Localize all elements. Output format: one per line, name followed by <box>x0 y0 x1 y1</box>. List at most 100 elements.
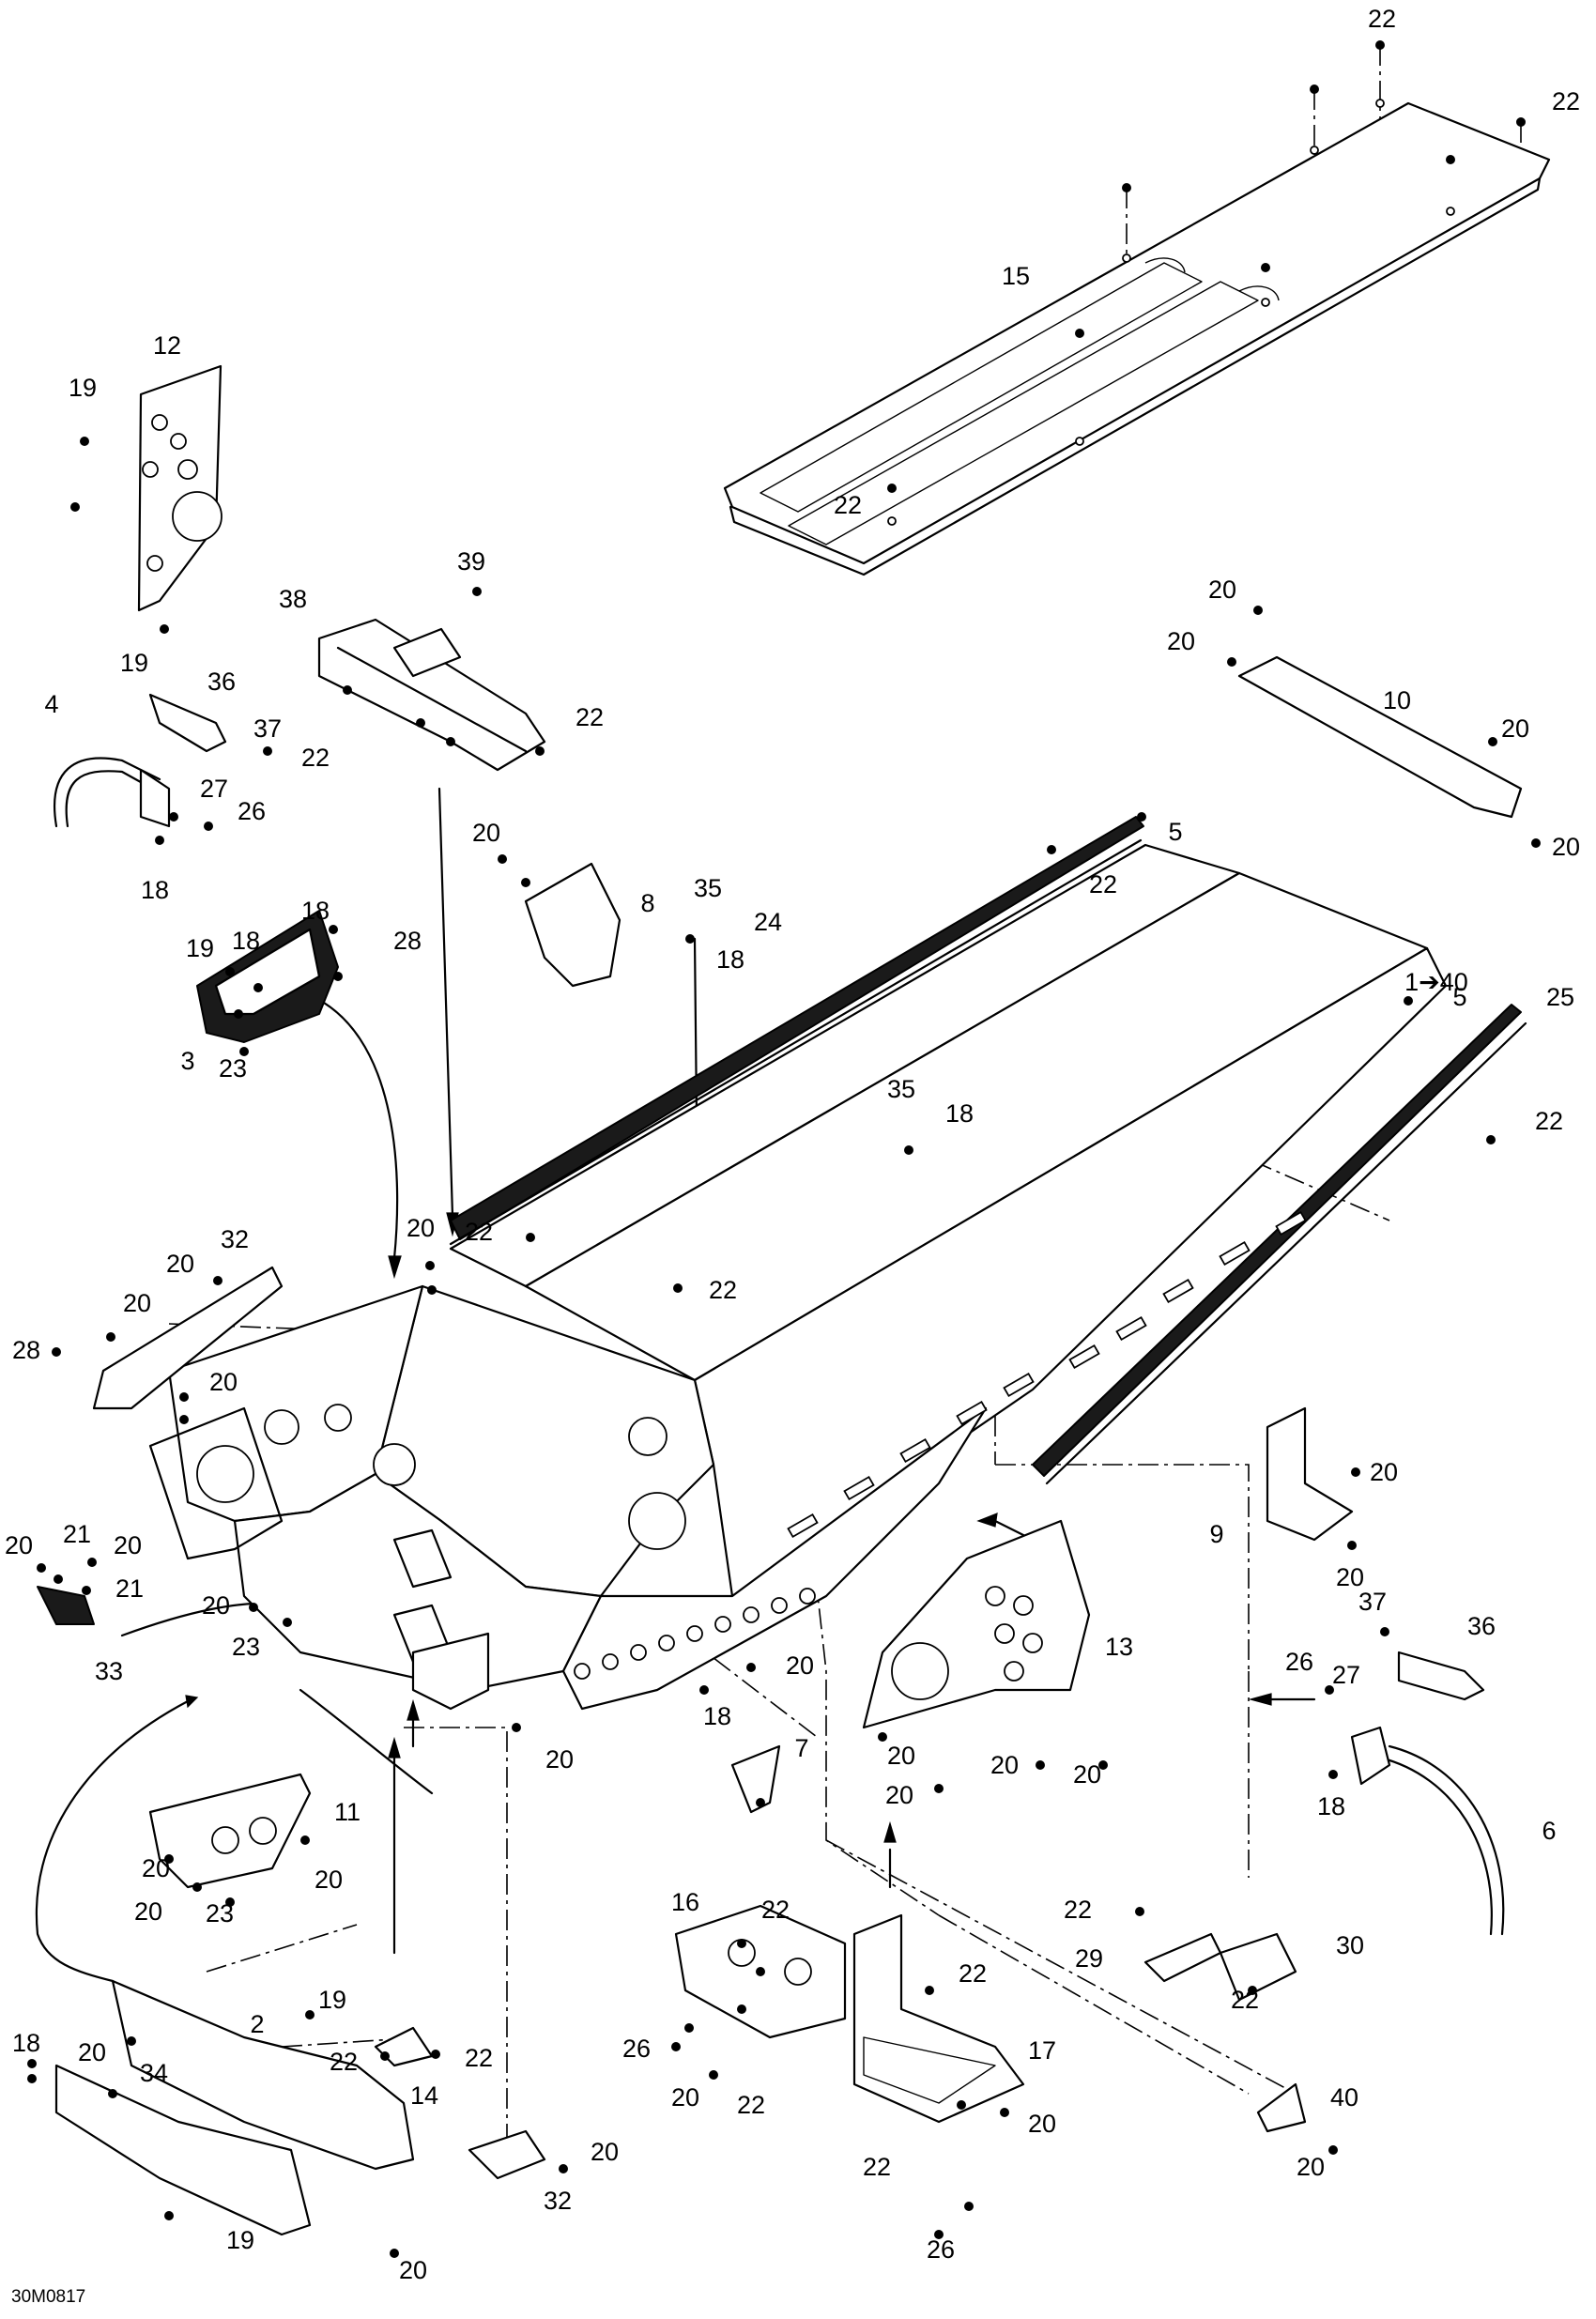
bolt-icon <box>416 718 425 728</box>
bolt-icon <box>673 1283 683 1293</box>
bolt-icon <box>1516 117 1526 127</box>
callout-c18c: 18 <box>301 897 330 925</box>
callout-c1to40: 1➔40 <box>1404 968 1468 996</box>
bolt-icon <box>87 1558 97 1567</box>
bracket-part-11 <box>148 1773 312 1889</box>
callout-c22m: 22 <box>1231 1986 1259 2014</box>
bolt-icon <box>709 2070 718 2080</box>
callout-c22i: 22 <box>709 1276 737 1304</box>
callout-c20n: 20 <box>202 1591 230 1620</box>
callout-c18a: 18 <box>141 876 169 904</box>
callout-c35b: 35 <box>887 1075 915 1103</box>
bolt-icon <box>380 2051 390 2061</box>
bolt-icon <box>179 1392 189 1402</box>
callout-c22d: 22 <box>575 703 604 731</box>
bolt-icon <box>239 1047 249 1056</box>
callout-c32a: 32 <box>221 1225 249 1253</box>
callout-c37b: 37 <box>1358 1588 1387 1616</box>
bolt-icon <box>756 1798 765 1807</box>
callout-c22n: 22 <box>330 2048 358 2076</box>
bolt-icon <box>305 2010 315 2020</box>
bolt-icon <box>1000 2108 1009 2117</box>
callout-c22o: 22 <box>465 2044 493 2072</box>
bracket-part-17 <box>852 1913 1025 2124</box>
callout-c38: 38 <box>279 585 307 613</box>
bolt-icon <box>512 1723 521 1732</box>
bolt-icon <box>27 2074 37 2083</box>
callout-c36a: 36 <box>207 668 236 696</box>
bracket-part-33 <box>37 1586 95 1625</box>
bolt-icon <box>70 502 80 512</box>
bolt-icon <box>425 1261 435 1270</box>
callout-c20o: 20 <box>786 1651 814 1680</box>
callout-c20aa: 20 <box>1028 2110 1056 2138</box>
callout-c26b: 26 <box>1285 1648 1313 1676</box>
callout-c20x: 20 <box>78 2038 106 2066</box>
bolt-icon <box>1328 2145 1338 2155</box>
bolt-icon <box>1137 812 1146 822</box>
callout-c8: 8 <box>640 889 654 917</box>
callout-c20j: 20 <box>1370 1458 1398 1486</box>
bolt-icon <box>431 2050 440 2059</box>
callout-c20r: 20 <box>885 1781 913 1809</box>
bracket-part-2 <box>111 1979 415 2171</box>
bolt-icon <box>343 685 352 695</box>
bracket-part-30 <box>1219 1932 1297 2002</box>
bracket-part-9 <box>1266 1406 1354 1542</box>
callout-c27a: 27 <box>200 775 228 803</box>
callout-c20ac: 20 <box>399 2256 427 2284</box>
bolt-icon <box>878 1732 887 1742</box>
bolt-icon <box>1375 40 1385 50</box>
callout-c25: 25 <box>1546 983 1574 1011</box>
bolt-icon <box>699 1685 709 1695</box>
callout-c11: 11 <box>334 1798 361 1826</box>
callout-c4: 4 <box>44 690 58 718</box>
bolt-icon <box>1488 737 1497 746</box>
callout-c20m: 20 <box>114 1531 142 1559</box>
bolt-icon <box>737 1939 746 1948</box>
callout-c15: 15 <box>1002 262 1030 290</box>
callout-c20l: 20 <box>5 1531 33 1559</box>
bolt-icon <box>27 2059 37 2068</box>
bolt-icon <box>1446 155 1455 164</box>
bolt-icon <box>1253 606 1263 615</box>
callout-c19b: 19 <box>120 649 148 677</box>
bolt-icon <box>559 2164 568 2173</box>
callout-c20s: 20 <box>990 1751 1019 1779</box>
callout-c5a: 5 <box>1168 818 1182 846</box>
bolt-icon <box>127 2036 136 2046</box>
callout-c26c: 26 <box>622 2035 651 2063</box>
callout-c23b: 23 <box>232 1633 260 1661</box>
bolt-icon <box>1098 1760 1108 1770</box>
callout-c2: 2 <box>250 2010 264 2038</box>
bracket-part-7 <box>730 1744 781 1814</box>
bolt-icon <box>179 1415 189 1424</box>
bolt-icon <box>249 1603 258 1612</box>
bolt-icon <box>957 2100 966 2110</box>
callout-c22p: 22 <box>737 2091 765 2119</box>
callout-c21a: 21 <box>63 1520 91 1548</box>
callout-c18h: 18 <box>12 2029 40 2057</box>
tunnel-cover-part-15 <box>723 99 1551 576</box>
bolt-icon <box>685 934 695 944</box>
callout-c23a: 23 <box>219 1054 247 1083</box>
bolt-icon <box>925 1986 934 1995</box>
bolt-icon <box>329 925 338 934</box>
strap-part-36-right <box>1397 1651 1485 1701</box>
bolt-icon <box>1351 1467 1360 1477</box>
bracket-part-32 <box>92 1266 284 1410</box>
bolt-icon <box>964 2202 974 2211</box>
callout-c20f: 20 <box>407 1214 435 1242</box>
callout-c12: 12 <box>153 331 181 360</box>
callout-c22g: 22 <box>1535 1107 1563 1135</box>
callout-c19a: 19 <box>69 374 97 402</box>
callout-c18d: 18 <box>232 927 260 955</box>
bolt-icon <box>204 822 213 831</box>
callout-c35a: 35 <box>694 874 722 902</box>
callout-c28b: 28 <box>12 1336 40 1364</box>
rail-part-25 <box>1032 1004 1527 1485</box>
callout-c20y: 20 <box>671 2083 699 2112</box>
callout-c28a: 28 <box>393 927 422 955</box>
bolt-icon <box>300 1835 310 1845</box>
